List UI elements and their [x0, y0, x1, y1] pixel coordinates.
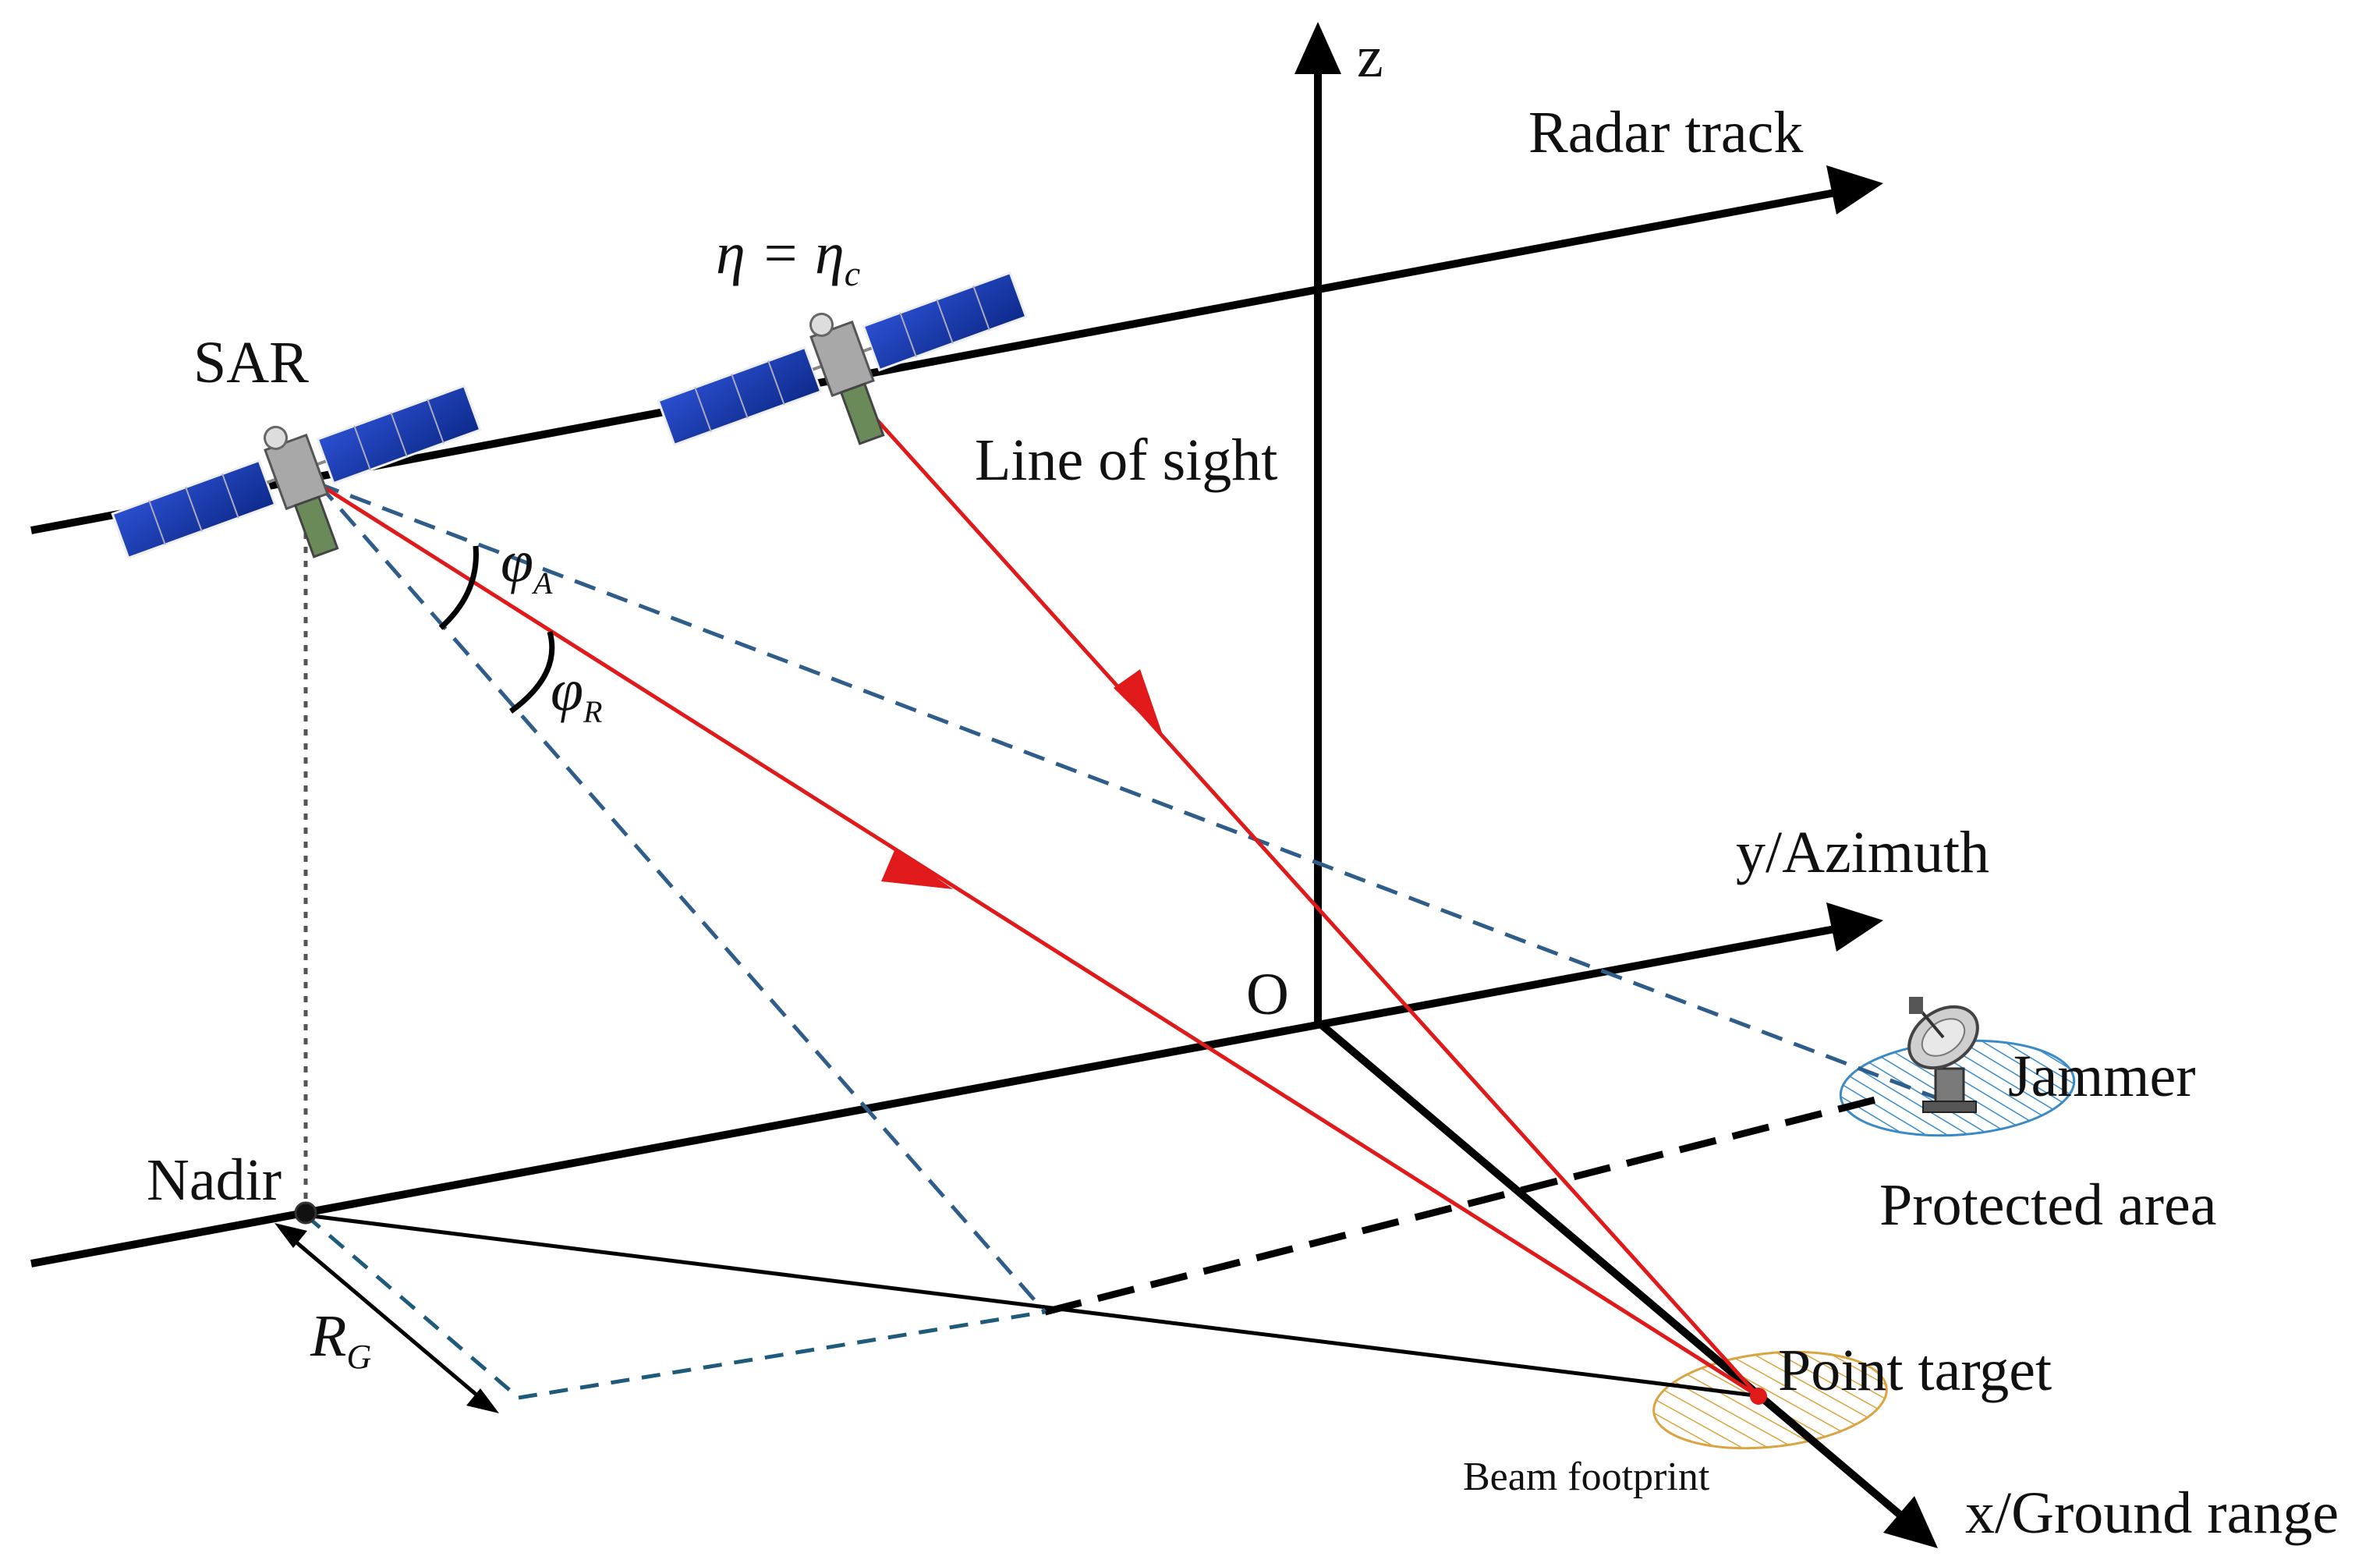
phi-a-subscript: A: [531, 565, 553, 601]
eta-label: η = ηc: [716, 221, 860, 293]
origin-label: O: [1246, 962, 1289, 1027]
line-of-sight-etac: [848, 388, 1760, 1398]
y-azimuth-label: y/Azimuth: [1736, 820, 1989, 885]
z-axis-arrowhead: [1294, 22, 1341, 74]
rg-subscript: G: [346, 1338, 371, 1376]
z-axis-label: z: [1357, 24, 1383, 90]
radar-track-arrowhead: [1826, 165, 1883, 214]
sar-label: SAR: [193, 330, 309, 395]
x-ground-range-arrowhead: [1883, 1496, 1938, 1548]
nadir-point: [294, 1201, 317, 1225]
y-azimuth-axis: [30, 921, 1857, 1267]
line-of-sight-label: Line of sight: [975, 427, 1277, 493]
rg-projection-line: [304, 1214, 520, 1399]
eta-subscript: c: [845, 253, 860, 293]
jammer-label: Jammer: [2008, 1044, 2196, 1109]
satellite-icon: [657, 271, 1028, 447]
protected-area-label: Protected area: [1879, 1172, 2217, 1238]
x-ground-range-label: x/Ground range: [1965, 1480, 2339, 1546]
radar-track-label: Radar track: [1528, 100, 1803, 165]
point-target-label: Point target: [1778, 1338, 2052, 1403]
nadir-line-extension: [1043, 1096, 1877, 1316]
phi-r-label: φR: [551, 658, 602, 729]
rg-arrowhead-top: [274, 1223, 307, 1248]
line-of-sight-arrow-2: [1114, 669, 1163, 737]
origin-point: [1315, 1019, 1321, 1025]
point-target-dot: [1750, 1388, 1767, 1405]
rg-arrowhead-bottom: [466, 1388, 499, 1413]
beam-footprint-label: Beam footprint: [1463, 1455, 1710, 1499]
line-of-sight-arrow-1: [881, 849, 953, 889]
rg-dimension-line: [283, 1231, 489, 1406]
x-ground-range-axis: [1315, 1019, 1906, 1520]
line-of-sight-sar: [317, 481, 1760, 1399]
radar-dish-icon: [1907, 997, 1979, 1113]
beam-edge-azimuth: [317, 481, 1943, 1102]
satellite-icon: [111, 384, 482, 560]
phi-a-label: φA: [501, 529, 553, 601]
y-azimuth-arrowhead: [1826, 902, 1883, 952]
phi-r-arc: [508, 631, 555, 714]
rg-label: RG: [310, 1303, 371, 1376]
phi-r-subscript: R: [583, 694, 602, 729]
nadir-label: Nadir: [147, 1147, 282, 1213]
rg-baseline: [518, 1310, 1046, 1400]
phi-a-arc: [438, 545, 479, 630]
beam-edge-range: [317, 482, 1047, 1314]
nadir-to-target-line: [305, 1213, 1762, 1399]
